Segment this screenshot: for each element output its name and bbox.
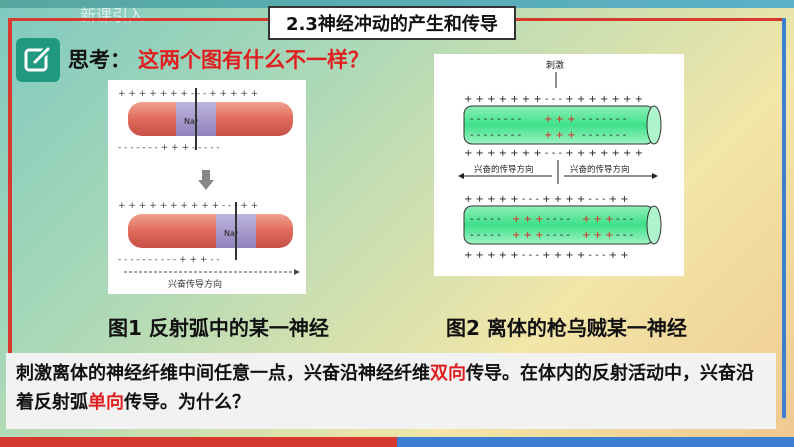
figure2-caption: 图2 离体的枪乌贼某一神经 — [446, 316, 687, 340]
svg-text:+ + +: + + + — [512, 230, 544, 241]
svg-text:- - - - -: - - - - - — [470, 230, 501, 241]
svg-text:- - -: - - - — [616, 230, 634, 241]
svg-text:+ + +: + + + — [582, 230, 614, 241]
svg-text:+ + +: + + + — [544, 114, 576, 125]
frame-border-left — [8, 18, 12, 418]
top-frame-bar — [0, 0, 794, 8]
bottom-frame-bar — [0, 437, 794, 447]
right-direction-label: 兴奋的传导方向 — [570, 164, 630, 175]
description-highlight-bidirectional: 双向 — [430, 363, 466, 384]
svg-text:+ + +: + + + — [544, 130, 576, 141]
svg-text:+ + +: + + + — [512, 214, 544, 225]
svg-text:- - - -: - - - - — [546, 214, 570, 225]
axon-bottom: + + + + + + + + + + - - - + + Na⁺ - - - … — [118, 201, 293, 265]
svg-text:+ + + + + + + - - - + + + +: + + + + + + + - - - + + + + + + + — [464, 94, 643, 105]
frame-border-right — [782, 18, 786, 418]
description-highlight-unidirectional: 单向 — [88, 392, 124, 413]
svg-text:- - - - - - - -: - - - - - - - - — [470, 130, 522, 141]
arrow-down-icon — [198, 170, 214, 190]
direction-label: 兴奋传导方向 — [168, 278, 222, 290]
svg-text:- - - - -: - - - - - — [470, 214, 501, 225]
svg-text:+ + +: + + + — [582, 214, 614, 225]
svg-text:+ + + + + - - - + + + + - -: + + + + + - - - + + + + - - - + + — [464, 194, 629, 205]
description-part1: 刺激离体的神经纤维中间任意一点，兴奋沿神经纤维 — [16, 363, 430, 384]
svg-text:- - - - - - -: - - - - - - - — [582, 130, 627, 141]
slide-title: 2.3神经冲动的产生和传导 — [268, 6, 516, 40]
svg-text:- - - -: - - - - — [546, 230, 570, 241]
fiber-top: + + + + + + + - - - + + + + + + + - - - … — [463, 94, 662, 159]
description-part2: 传导。在体内的反射活动中，兴奋沿着反射弧 — [16, 363, 754, 413]
svg-text:- - - - - - - + + + - - - -: - - - - - - - + + + - - - - - — [118, 143, 220, 153]
figure1-image: + + + + + + + - - - + + + + + Na⁺ - - - … — [108, 80, 306, 294]
think-label: 思考： — [68, 48, 131, 72]
svg-text:- - -: - - - — [616, 214, 634, 225]
svg-text:- - - - - - - -: - - - - - - - - — [470, 114, 522, 125]
description-box: 刺激离体的神经纤维中间任意一点，兴奋沿神经纤维双向传导。在体内的反射活动中，兴奋… — [6, 353, 776, 429]
svg-text:+ + + + + - - - + + + + - -: + + + + + - - - + + + + - - - + + — [464, 250, 629, 261]
stimulus-label: 刺激 — [546, 59, 564, 71]
figure1-caption: 图1 反射弧中的某一神经 — [108, 316, 329, 340]
ion-label-top: Na⁺ — [184, 117, 199, 126]
axon-top: + + + + + + + - - - + + + + + Na⁺ - - - … — [118, 88, 293, 153]
ion-label-bottom: Na⁺ — [224, 229, 239, 238]
slide-title-text: 2.3神经冲动的产生和传导 — [286, 14, 498, 35]
left-direction-label: 兴奋的传导方向 — [474, 164, 534, 175]
svg-text:- - - - - - -: - - - - - - - — [582, 114, 627, 125]
svg-text:- - - - - - - - - - + + + -: - - - - - - - - - - + + + - - — [118, 255, 220, 265]
svg-text:+ + + + + + + + + + - - - +: + + + + + + + + + + - - - + + — [118, 201, 258, 211]
svg-text:+ + + + + + + - - - + + + +: + + + + + + + - - - + + + + + + + — [464, 148, 643, 159]
svg-text:+ + + + + + + - - - + + + +: + + + + + + + - - - + + + + + — [118, 89, 258, 99]
section-tag: 新课引入 — [80, 6, 145, 25]
edit-icon — [16, 38, 60, 82]
think-question: 这两个图有什么不一样？ — [138, 48, 369, 72]
fiber-bottom: + + + + + - - - + + + + - - - + + - - - … — [463, 194, 662, 261]
figure2-image: 刺激 + + + + + + + - - - + + + + + + + - -… — [434, 54, 684, 276]
description-part3: 传导。为什么？ — [124, 392, 250, 413]
